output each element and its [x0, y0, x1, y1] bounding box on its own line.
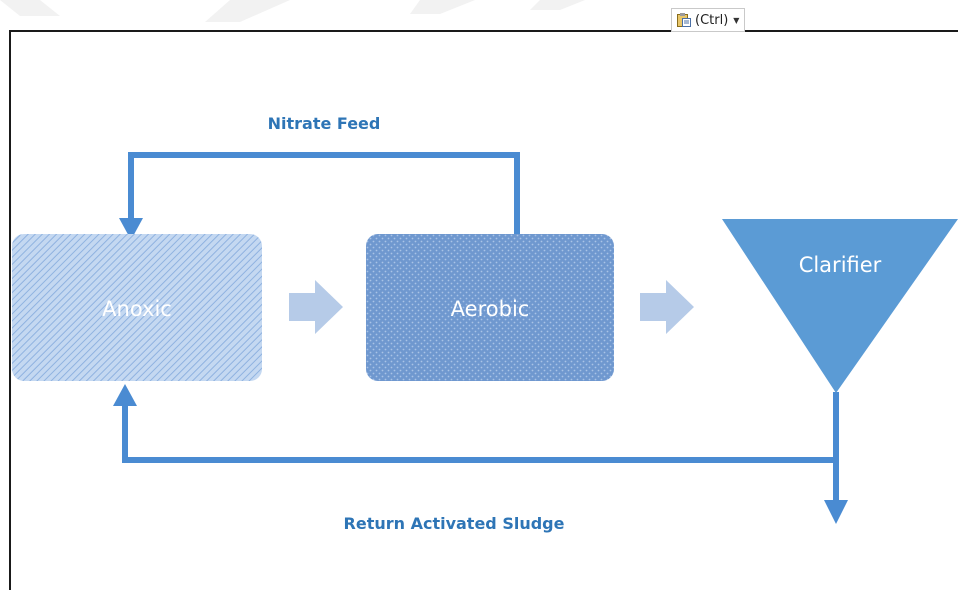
nitrate-feed-label: Nitrate Feed: [268, 114, 381, 133]
aerobic-tank: Aerobic: [366, 234, 614, 381]
clipboard-icon: [676, 12, 692, 28]
return-sludge-arrowhead: [113, 384, 137, 406]
waste-sludge-arrowhead: [824, 500, 848, 524]
paste-options-button[interactable]: (Ctrl) ▼: [671, 8, 746, 32]
document-canvas: [9, 30, 958, 590]
return-sludge-label: Return Activated Sludge: [344, 514, 565, 533]
anoxic-tank: Anoxic: [12, 234, 262, 381]
flow-arrow-anoxic-to-aerobic: [289, 280, 343, 334]
flow-arrow-aerobic-to-clarifier: [640, 280, 694, 334]
aerobic-label: Aerobic: [451, 297, 530, 321]
nitrate-feed-line: [128, 152, 520, 242]
nitrate-feed-arrowhead: [119, 218, 143, 240]
return-sludge-line: [122, 392, 839, 463]
anoxic-label: Anoxic: [102, 297, 172, 321]
paste-options-label: (Ctrl): [695, 12, 729, 28]
clarifier-label: Clarifier: [799, 253, 882, 277]
watermark-fragments: [0, 0, 585, 22]
clarifier: Clarifier: [722, 219, 958, 393]
chevron-down-icon: ▼: [733, 15, 740, 25]
